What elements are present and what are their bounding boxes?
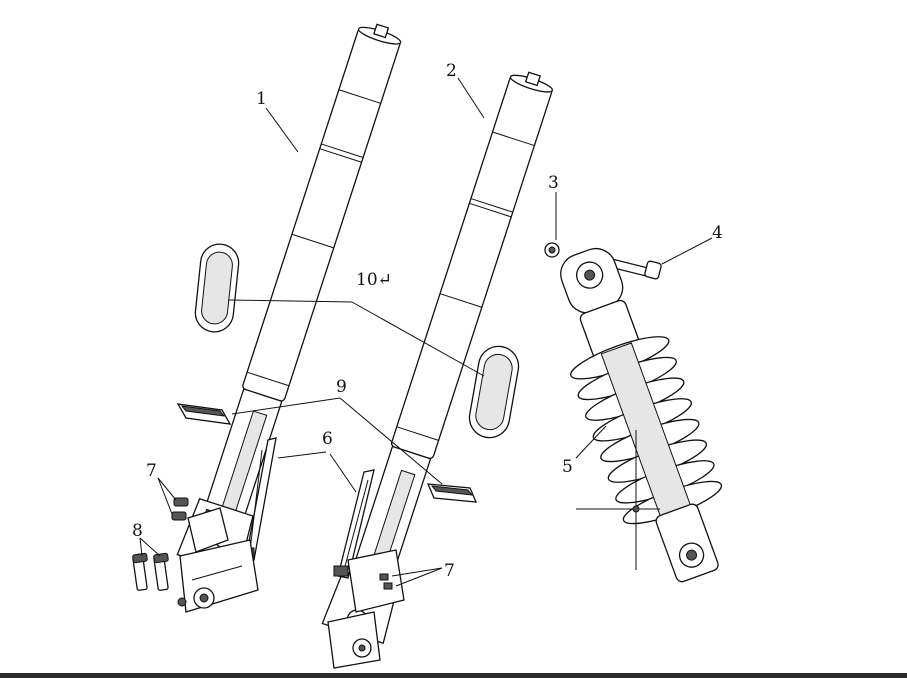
left-guard-plate — [176, 403, 232, 425]
callout-3: 3 — [548, 173, 559, 193]
bottom-border-bar — [0, 673, 907, 678]
bolts-part-7-left — [171, 497, 189, 521]
right-slider-pad — [468, 345, 520, 439]
center-crosshair — [576, 430, 660, 570]
callout-9: 9 — [336, 377, 347, 397]
callout-7-right: 7 — [444, 561, 455, 581]
left-fork-clamp — [177, 507, 259, 613]
nut-part-3 — [544, 242, 560, 258]
right-brake-guide — [333, 469, 375, 579]
callout-7-left: 7 — [146, 461, 157, 481]
callout-5: 5 — [562, 457, 573, 477]
left-slider-pad — [194, 243, 240, 333]
callout-6: 6 — [322, 429, 333, 449]
callout-8: 8 — [132, 521, 143, 541]
callout-10: 10↵ — [356, 270, 392, 290]
leader-lines — [139, 77, 713, 587]
right-guard-plate — [426, 483, 478, 503]
rear-shock-absorber — [560, 247, 723, 583]
callout-2: 2 — [446, 61, 457, 81]
callout-1: 1 — [256, 89, 267, 109]
callout-4: 4 — [712, 223, 723, 243]
bolts-part-8 — [132, 552, 169, 591]
right-fork-clamp — [327, 549, 405, 669]
